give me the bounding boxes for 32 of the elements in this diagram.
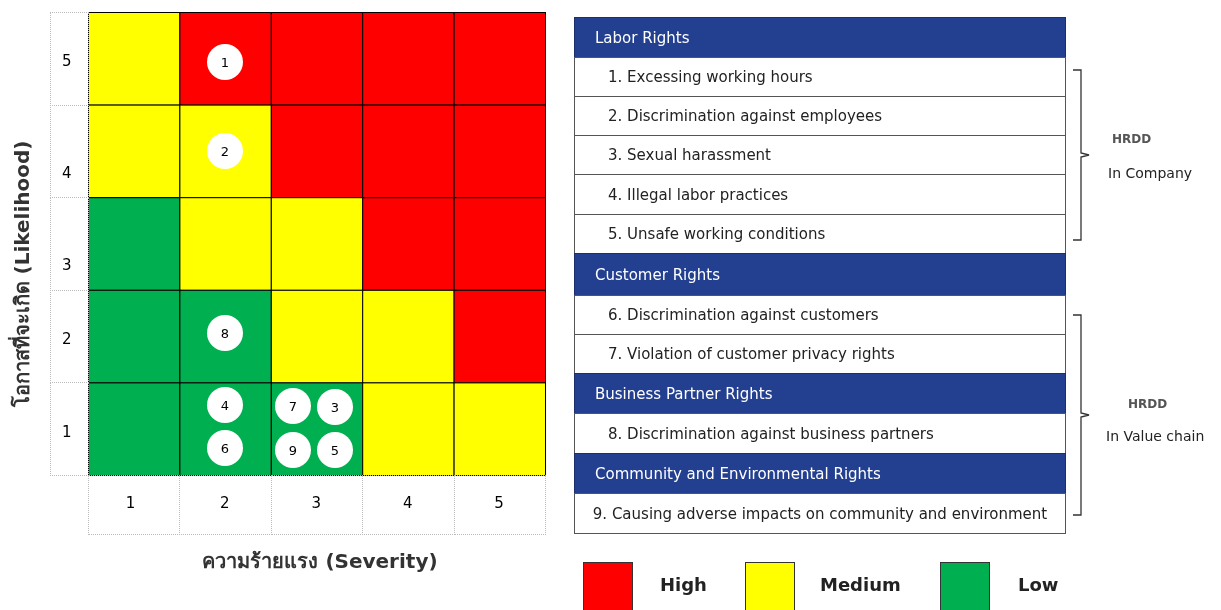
axis-tick-label: 2 (220, 494, 230, 512)
section-header: Business Partner Rights (574, 373, 1066, 414)
axis-tick-label: 2 (62, 330, 72, 348)
axis-tick-label: 1 (125, 494, 136, 512)
risk-item: 5. Unsafe working conditions (574, 214, 1066, 254)
risk-item: 6. Discrimination against customers (574, 295, 1066, 335)
group-title: HRDD (1112, 132, 1152, 146)
axis-tick-label: 4 (62, 164, 72, 182)
section-header: Customer Rights (574, 253, 1066, 296)
axis-title: ความร้ายแรง (Severity) (201, 548, 439, 575)
risk-item: 1. Excessing working hours (574, 57, 1066, 97)
risk-item: 2. Discrimination against employees (574, 96, 1066, 136)
legend-label: Low (1018, 574, 1059, 595)
axis-tick-label: 4 (402, 494, 413, 512)
axis-tick-label: 5 (494, 494, 504, 512)
risk-item: 9. Causing adverse impacts on community and environment (574, 493, 1066, 534)
axis-tick-label: 1 (62, 423, 72, 441)
axis-tick-label: 3 (311, 494, 322, 512)
group-label: In Company (1108, 165, 1193, 181)
legend-label: High (660, 574, 707, 595)
axis-title: โอกาสที่จะเกิด (Likelihood) (7, 139, 35, 410)
group-title: HRDD (1128, 397, 1168, 411)
group-label: In Value chain (1106, 428, 1205, 444)
risk-item: 4. Illegal labor practices (574, 174, 1066, 215)
axis-tick-label: 3 (62, 256, 72, 274)
section-header: Labor Rights (574, 17, 1066, 58)
risk-item: 8. Discrimination against business partners (574, 413, 1066, 454)
risk-item: 7. Violation of customer privacy rights (574, 334, 1066, 374)
section-header: Community and Environmental Rights (574, 453, 1066, 494)
legend-label: Medium (820, 574, 901, 595)
axis-tick-label: 5 (62, 52, 72, 70)
risk-item: 3. Sexual harassment (574, 135, 1066, 175)
